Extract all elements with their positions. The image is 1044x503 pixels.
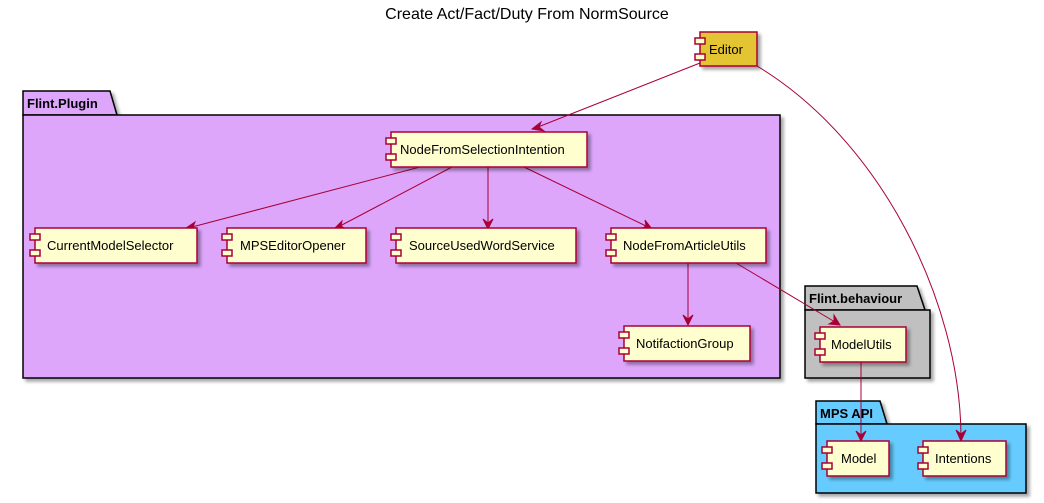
edge-nfs-to-mpseditoropener: [339, 166, 453, 227]
component-nfau-tab-bottom: [605, 249, 617, 257]
component-model: Model: [821, 440, 890, 477]
component-editor-box: [699, 31, 758, 67]
component-meo-box: [226, 227, 367, 264]
arrow-nfau-to-modelutils: [827, 313, 841, 326]
diagram-title: Create Act/Fact/Duty From NormSource: [385, 6, 669, 23]
edges: [184, 62, 967, 443]
component-intentions-label: Intentions: [935, 451, 992, 466]
component-nfs-tab-top: [385, 137, 397, 145]
component-editor-tab-top: [694, 37, 706, 45]
component-intentions: Intentions: [917, 440, 1007, 477]
component-intentions-tab-top: [917, 446, 929, 454]
component-notifaction-group: NotifactionGroup: [618, 325, 751, 362]
component-intentions-tab-bottom: [917, 462, 929, 470]
component-nfau-tab-top: [605, 233, 617, 241]
component-model-label: Model: [841, 451, 877, 466]
component-nfs-label: NodeFromSelectionIntention: [400, 142, 565, 157]
component-nfs-box: [390, 131, 588, 168]
component-mu-box: [819, 326, 907, 363]
component-intentions-box: [922, 440, 1007, 477]
component-meo-tab-bottom: [221, 249, 233, 257]
component-current-model-selector: CurrentModelSelector: [29, 227, 198, 264]
arrow-nfau-to-notifactiongroup: [682, 314, 694, 327]
component-mps-editor-opener: MPSEditorOpener: [221, 227, 367, 264]
component-cms-label: CurrentModelSelector: [47, 238, 174, 253]
component-cms-tab-top: [29, 233, 41, 241]
arrow-editor-to-intentions: [955, 429, 967, 443]
edge-nfau-to-modelutils: [735, 262, 836, 323]
edge-editor-to-intentions: [756, 65, 962, 437]
edge-nfs-to-currentmodelselector: [191, 166, 421, 228]
component-editor: Editor: [694, 31, 758, 67]
component-model-tab-top: [821, 446, 833, 454]
package-flint-plugin-label: Flint.Plugin: [27, 96, 98, 111]
component-model-box: [826, 440, 890, 477]
component-meo-tab-top: [221, 233, 233, 241]
package-flint-behaviour-label: Flint.behaviour: [809, 291, 902, 306]
component-nfau-box: [610, 227, 767, 264]
component-meo-label: MPSEditorOpener: [240, 238, 346, 253]
component-ng-tab-bottom: [618, 347, 630, 355]
component-suws-tab-top: [390, 233, 402, 241]
component-node-from-article-utils: NodeFromArticleUtils: [605, 227, 767, 264]
component-nfau-label: NodeFromArticleUtils: [623, 238, 746, 253]
arrow-editor-to-nodefromselection: [530, 120, 546, 132]
component-ng-box: [623, 325, 751, 362]
component-cms-box: [34, 227, 198, 264]
component-mu-label: ModelUtils: [831, 337, 892, 352]
component-model-utils: ModelUtils: [814, 326, 907, 363]
component-source-used-word-service: SourceUsedWordService: [390, 227, 577, 264]
component-mu-tab-bottom: [814, 348, 826, 356]
component-cms-tab-bottom: [29, 249, 41, 257]
component-ng-label: NotifactionGroup: [636, 336, 734, 351]
component-suws-label: SourceUsedWordService: [409, 238, 555, 253]
component-ng-tab-top: [618, 331, 630, 339]
arrow-nfs-to-sourceusedwordservice: [482, 218, 494, 231]
edge-nfs-to-nodefromarticleutils: [523, 166, 647, 227]
component-suws-tab-bottom: [390, 249, 402, 257]
component-suws-box: [395, 227, 577, 264]
component-editor-label: Editor: [709, 42, 744, 57]
component-nfs-tab-bottom: [385, 153, 397, 161]
component-mu-tab-top: [814, 332, 826, 340]
components: Editor NodeFromSelectionIntention Curren…: [29, 31, 1007, 477]
component-editor-tab-bottom: [694, 53, 706, 61]
edge-editor-to-nodefromselection: [537, 62, 701, 128]
package-mps-api-label: MPS API: [820, 406, 873, 421]
component-node-from-selection-intention: NodeFromSelectionIntention: [385, 131, 588, 168]
component-model-tab-bottom: [821, 462, 833, 470]
arrow-modelutils-to-model: [855, 430, 867, 443]
